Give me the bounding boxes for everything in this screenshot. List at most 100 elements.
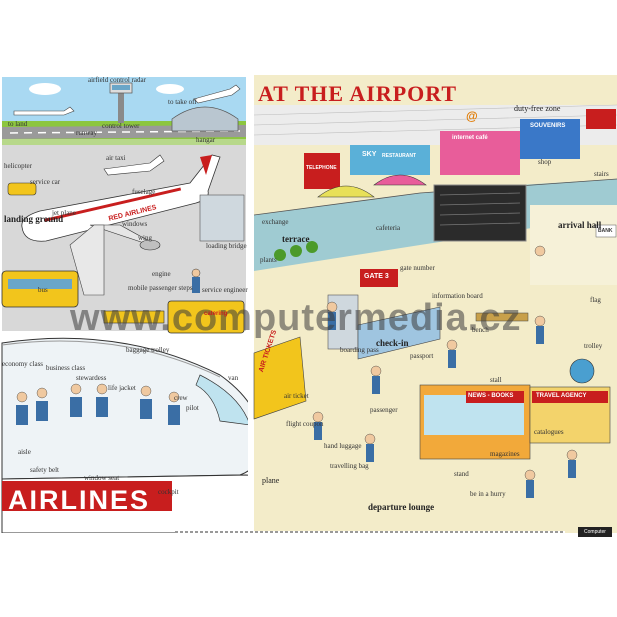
label-air-taxi: air taxi: [106, 154, 126, 162]
label-runway: runway: [76, 129, 97, 137]
service-car-icon: [7, 182, 37, 196]
baggage-trolley-icon: [103, 310, 165, 324]
at-symbol-sign: @: [466, 109, 478, 123]
label-shop: shop: [538, 158, 552, 166]
bank-sign: [595, 224, 617, 238]
label-catalogues: catalogues: [534, 428, 564, 436]
label-trolley: trolley: [584, 342, 603, 350]
watermark: www.computermedia.cz: [70, 297, 522, 339]
label-arrival-hall: arrival hall: [558, 220, 602, 230]
label-check-in: check-in: [376, 338, 409, 348]
label-be-in-a-hurry: be in a hurry: [470, 490, 506, 498]
poster-title: AT THE AIRPORT: [258, 81, 458, 106]
label-cockpit: cockpit: [158, 488, 179, 496]
mobile-steps: [69, 224, 105, 296]
label-engine: engine: [152, 270, 171, 278]
catering-sign: catering: [204, 311, 228, 317]
label-windows: windows: [122, 220, 148, 228]
label-helicopter: helicopter: [4, 162, 32, 170]
label-plane: plane: [262, 476, 280, 485]
news-books-sign: NEWS - BOOKS: [468, 393, 514, 399]
telephone-sign: TELEPHONE: [306, 165, 337, 171]
engine-icon: [139, 239, 161, 251]
service-engineer-icon: [191, 268, 201, 278]
publisher-logo: Computer Media: [578, 527, 612, 545]
label-crew: crew: [174, 394, 188, 402]
airport-poster: AT THE AIRPORT AIRLINES www.computermedi…: [0, 75, 617, 545]
label-stewardess: stewardess: [76, 374, 107, 382]
label-to-take-off: to take off: [168, 98, 197, 106]
travel-agency-sign: TRAVEL AGENCY: [536, 393, 587, 399]
label-stall: stall: [490, 376, 502, 384]
label-departure-lounge: departure lounge: [368, 502, 435, 512]
label-business-class: business class: [46, 364, 86, 372]
label-to-land: to land: [8, 120, 28, 128]
label-life-jacket: life jacket: [108, 384, 136, 392]
label-passport: passport: [410, 352, 434, 360]
gate-sign: [360, 269, 398, 287]
label-safety-belt: safety belt: [30, 466, 59, 474]
umbrella-icon: [373, 174, 427, 186]
sky-restaurant: [350, 145, 430, 175]
label-plants: plants: [260, 256, 277, 264]
label-information-board: information board: [432, 292, 483, 300]
arrival-hall: [530, 205, 617, 285]
label-hand-luggage: hand luggage: [324, 442, 362, 450]
label-hangar: hangar: [196, 136, 216, 144]
label-travelling-bag: travelling bag: [330, 462, 369, 470]
poster-illustration: [0, 75, 617, 533]
label-flag: flag: [590, 296, 601, 304]
label-gate-number: gate number: [400, 264, 435, 272]
loading-bridge: [199, 194, 245, 242]
label-window-seat: window seat: [84, 474, 120, 482]
label-bus: bus: [38, 286, 48, 294]
cloud-icon: [29, 83, 61, 95]
globe-icon: [569, 358, 595, 384]
cockpit-window: [195, 374, 251, 426]
cloud-icon: [156, 84, 184, 94]
label-baggage-trolley: baggage trolley: [126, 346, 170, 354]
label-loading-bridge: loading bridge: [206, 242, 247, 250]
label-exchange: exchange: [262, 218, 289, 226]
fine-print: [175, 531, 565, 533]
label-pilot: pilot: [186, 404, 199, 412]
label-fuselage: fuselage: [132, 188, 156, 196]
telephone-booth: [304, 153, 340, 189]
label-landing-ground: landing ground: [4, 214, 64, 224]
label-magazines: magazines: [490, 450, 520, 458]
bench: [475, 312, 529, 322]
souvenirs-shop: [520, 119, 580, 159]
label-bench: bench: [472, 326, 489, 334]
plants: [274, 241, 318, 261]
airlines-stripe: [2, 481, 172, 511]
label-service-car: service car: [30, 178, 61, 186]
check-in-desk: [357, 306, 441, 360]
label-economy-class: economy class: [2, 360, 44, 368]
sky-sign: SKY: [362, 151, 377, 158]
control-tower: [118, 89, 124, 123]
bank-sign-text: BANK: [598, 228, 613, 234]
hangar: [171, 106, 239, 132]
airlines-text: AIRLINES: [8, 485, 151, 515]
passengers: [16, 383, 180, 403]
internet-cafe-sign: internet café: [452, 135, 488, 141]
plane-takeoff-icon: [193, 84, 241, 104]
label-stairs: stairs: [594, 170, 609, 178]
label-service-engineer: service engineer: [202, 286, 248, 294]
label-duty-free-zone: duty-free zone: [514, 104, 561, 113]
label-jet-plane: jet plane: [52, 209, 76, 217]
label-van: van: [228, 374, 239, 382]
souvenirs-sign: SOUVENIRS: [530, 123, 566, 129]
clothes: [314, 312, 576, 498]
label-flight-coupon: flight coupon: [286, 420, 324, 428]
label-terrace: terrace: [282, 234, 310, 244]
label-passenger: passenger: [370, 406, 398, 414]
label-mobile-steps: mobile passenger steps: [128, 284, 193, 292]
catering-van-icon: [167, 300, 245, 334]
label-aisle: aisle: [18, 448, 31, 456]
label-cafeteria: cafeteria: [376, 224, 401, 232]
label-stand: stand: [454, 470, 469, 478]
umbrella-icon: [317, 185, 375, 198]
air-tickets-booth: [253, 336, 307, 420]
airfield-panel: [0, 75, 331, 533]
